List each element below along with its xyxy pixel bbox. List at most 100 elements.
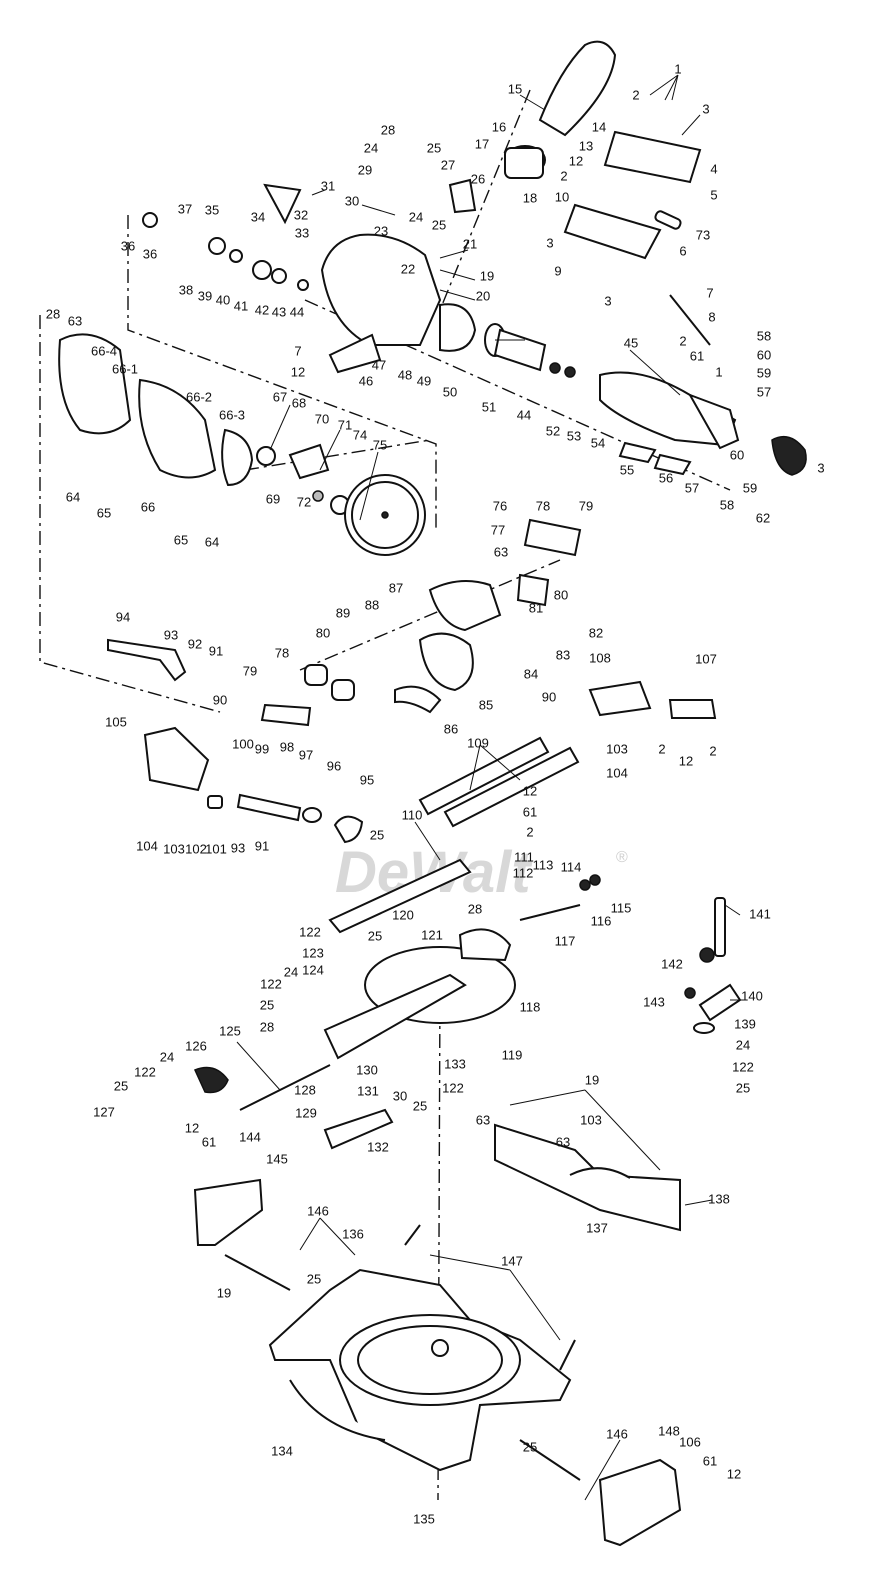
pivot-arm-assembly [260,518,582,727]
part-callout: 63 [68,313,82,328]
part-callout: 41 [234,298,248,313]
part-callout: 130 [356,1062,378,1077]
part-callout: 124 [302,962,324,977]
part-callout: 123 [302,945,324,960]
part-callout: 98 [280,739,294,754]
part-callout: 66-4 [91,343,117,358]
part-callout: 12 [679,753,693,768]
part-callout: 59 [743,480,757,495]
part-callout: 37 [178,201,192,216]
part-callout: 65 [174,532,188,547]
part-callout: 88 [365,597,379,612]
part-callout: 114 [561,859,582,874]
part-callout: 100 [232,736,254,751]
part-callout: 144 [239,1129,261,1144]
part-callout: 57 [757,384,771,399]
part-callout: 95 [360,772,374,787]
part-callout: 61 [703,1453,717,1468]
part-callout: 148 [658,1423,680,1438]
part-callout: 20 [476,288,490,303]
part-callout: 82 [589,625,603,640]
part-callout: 24 [160,1049,174,1064]
part-callout: 58 [720,497,734,512]
part-callout: 55 [620,462,634,477]
part-callout: 136 [342,1226,364,1241]
bevel-lock-assembly [107,638,364,844]
part-callout: 115 [611,900,632,915]
part-callout: 138 [708,1191,730,1206]
part-callout: 121 [421,927,443,942]
part-callout: 36 [143,246,157,261]
part-callout: 63 [494,544,508,559]
part-callout: 112 [513,865,534,880]
part-callout: 45 [624,335,638,350]
part-callout: 12 [291,364,305,379]
part-callout: 3 [817,460,824,475]
part-callout: 38 [179,282,193,297]
part-callout: 24 [284,964,298,979]
part-callout: 60 [730,447,744,462]
part-callout: 25 [523,1439,537,1454]
part-callout: 127 [93,1104,115,1119]
part-callout: 7 [706,285,713,300]
part-callout: 113 [533,857,554,872]
part-callout: 120 [392,907,414,922]
part-callout: 122 [260,976,282,991]
part-callout: 2 [679,333,686,348]
part-callout: 97 [299,747,313,762]
part-callout: 7 [294,343,301,358]
part-callout: 31 [321,178,335,193]
part-callout: 28 [46,306,60,321]
part-callout: 64 [205,534,219,549]
part-callout: 125 [219,1023,241,1038]
part-callout: 26 [471,171,485,186]
part-callout: 137 [586,1220,608,1235]
part-callout: 59 [757,365,771,380]
part-callout: 104 [606,765,628,780]
part-callout: 29 [358,162,372,177]
part-callout: 24 [409,209,423,224]
part-callout: 30 [345,193,359,208]
part-callout: 99 [255,741,269,756]
part-callout: 66-2 [186,389,212,404]
part-callout: 25 [413,1098,427,1113]
part-callout: 135 [413,1511,435,1526]
part-callout: 42 [255,302,269,317]
part-callout: 28 [381,122,395,137]
part-callout: 94 [116,609,130,624]
part-callout: 63 [556,1134,570,1149]
base-assembly [193,1178,682,1547]
part-callout: 90 [542,689,556,704]
part-callout: 24 [364,140,378,155]
part-callout: 87 [389,580,403,595]
part-callout: 57 [685,480,699,495]
part-callout: 12 [569,153,583,168]
part-callout: 78 [275,645,289,660]
part-callout: 84 [524,666,538,681]
part-callout: 146 [606,1426,628,1441]
part-callout: 122 [732,1059,754,1074]
part-callout: 134 [271,1443,293,1458]
part-callout: 80 [316,625,330,640]
part-callout: 67 [273,389,287,404]
part-callout: 25 [307,1271,321,1286]
part-callout: 139 [734,1016,756,1031]
part-callout: 25 [260,997,274,1012]
part-callout: 12 [523,783,537,798]
part-callout: 145 [266,1151,288,1166]
part-callout: 49 [417,373,431,388]
part-callout: 133 [444,1056,466,1071]
part-callout: 96 [327,758,341,773]
saw-blade [344,474,426,556]
part-callout: 3 [702,101,709,116]
part-callout: 90 [213,692,227,707]
part-callout: 131 [357,1083,379,1098]
part-callout: 66 [141,499,155,514]
part-callout: 5 [710,187,717,202]
part-callout: 50 [443,384,457,399]
part-callout: 65 [97,505,111,520]
part-callout: 27 [441,157,455,172]
part-callout: 79 [579,498,593,513]
part-callout: 64 [66,489,80,504]
part-callout: 108 [589,650,611,665]
